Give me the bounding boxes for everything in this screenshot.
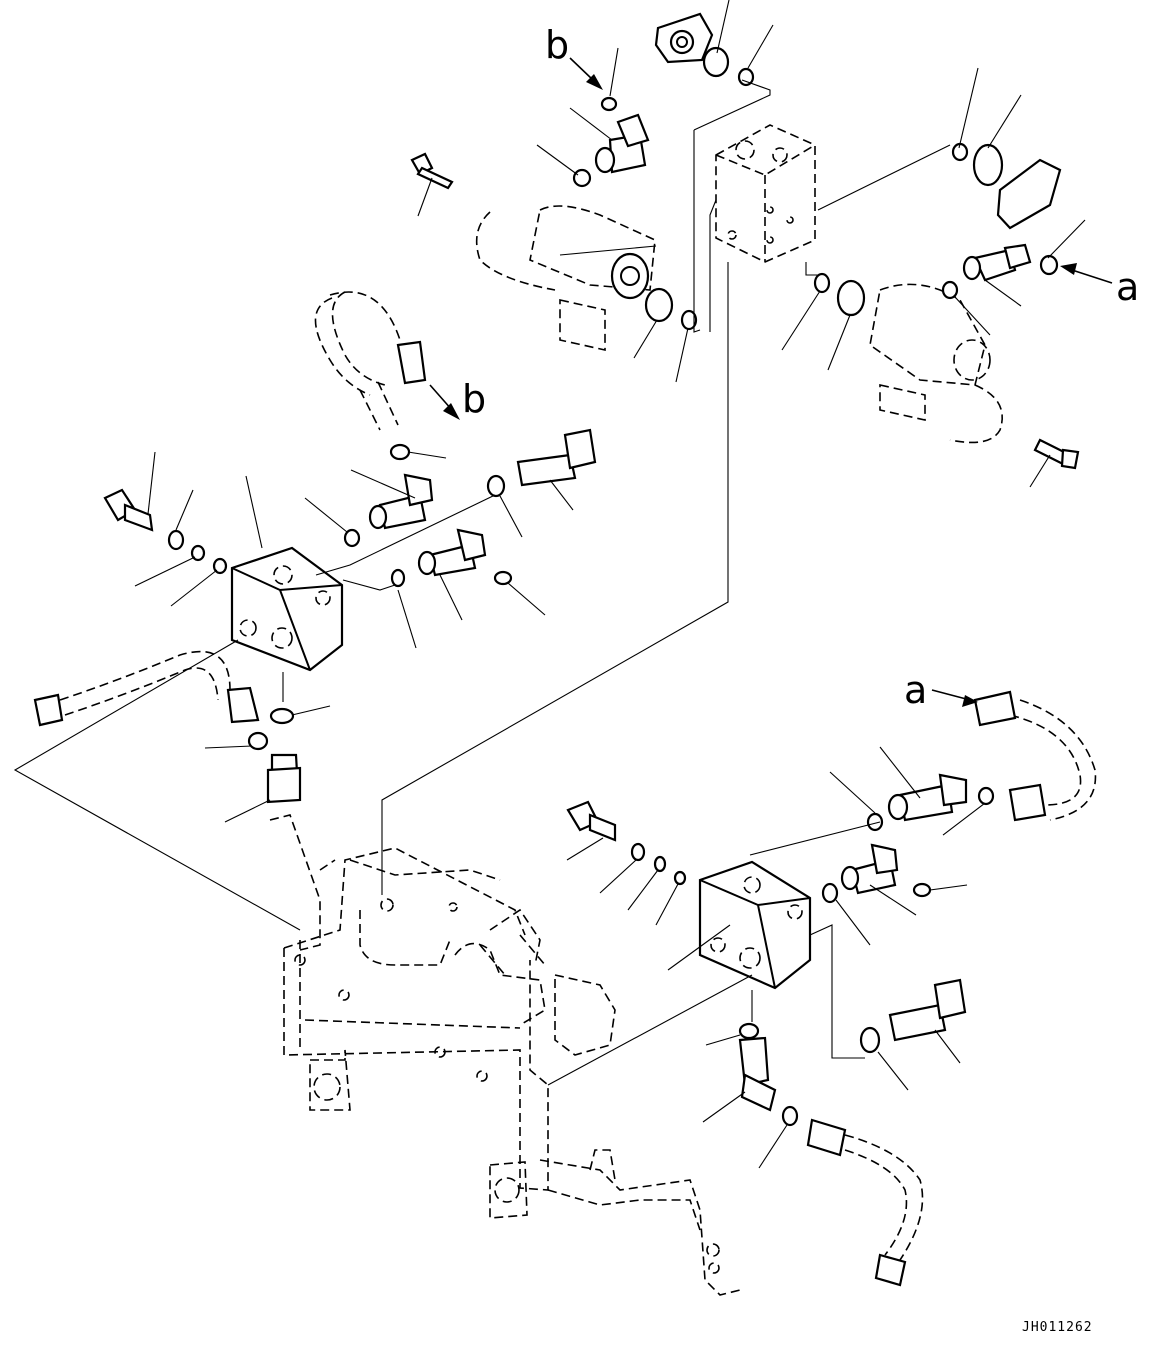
o-ring bbox=[343, 528, 361, 548]
arrow-a-lower bbox=[931, 689, 978, 707]
adapter-bolt-right bbox=[566, 800, 617, 842]
washer bbox=[486, 474, 506, 498]
pressure-switch bbox=[266, 753, 302, 804]
o-ring bbox=[702, 46, 730, 78]
adapter-bolt-left bbox=[103, 488, 154, 532]
o-ring bbox=[912, 882, 932, 898]
elbow-fitting-left-2 bbox=[417, 528, 487, 577]
elbow-fitting-right-2 bbox=[840, 843, 899, 895]
right-valve-block bbox=[698, 860, 812, 990]
label-b-mid: b bbox=[462, 377, 486, 421]
o-ring bbox=[247, 731, 269, 751]
elbow-fitting-a-right bbox=[962, 243, 1032, 282]
elbow-fitting-b-top bbox=[594, 113, 650, 174]
o-ring bbox=[738, 1022, 760, 1040]
o-ring bbox=[781, 1105, 799, 1127]
bolt-right bbox=[1033, 438, 1080, 470]
o-ring bbox=[951, 142, 969, 162]
banjo-bolt-left bbox=[516, 428, 597, 487]
elbow-fitting-b-mid bbox=[368, 473, 434, 530]
top-valve-block bbox=[715, 124, 816, 263]
elbow-fitting-a-lower bbox=[887, 773, 968, 822]
elbow-fitting-lower bbox=[738, 1036, 777, 1112]
label-a-right: a bbox=[1116, 265, 1139, 309]
o-ring bbox=[600, 96, 618, 112]
o-ring bbox=[972, 143, 1004, 187]
o-ring bbox=[737, 67, 755, 87]
flange-top bbox=[654, 12, 714, 64]
arrow-b-top bbox=[569, 57, 603, 90]
o-ring bbox=[190, 544, 206, 562]
drawing-code: JH011262 bbox=[1022, 1320, 1093, 1335]
o-ring bbox=[493, 570, 513, 586]
o-ring bbox=[653, 855, 667, 873]
washer bbox=[859, 1026, 881, 1054]
o-ring bbox=[866, 812, 884, 832]
o-ring bbox=[941, 280, 959, 300]
arrow-a-right bbox=[1060, 263, 1113, 284]
o-ring bbox=[212, 557, 228, 575]
o-ring bbox=[673, 870, 687, 886]
o-ring bbox=[630, 842, 646, 862]
o-ring bbox=[813, 272, 831, 294]
o-ring bbox=[680, 309, 698, 331]
o-ring bbox=[572, 168, 592, 188]
o-ring bbox=[977, 786, 995, 806]
left-valve-block bbox=[230, 546, 344, 672]
solenoid-top bbox=[475, 205, 656, 351]
label-b-top: b bbox=[545, 23, 569, 67]
leader-lines bbox=[13, 0, 1086, 1169]
frame-bracket bbox=[269, 814, 741, 1296]
o-ring bbox=[269, 707, 295, 725]
hose-right-lower bbox=[806, 1118, 924, 1287]
bolt-small bbox=[410, 152, 454, 190]
label-a-lower: a bbox=[904, 668, 927, 712]
solenoid-right bbox=[869, 283, 1003, 444]
o-ring bbox=[821, 882, 839, 904]
o-ring bbox=[644, 287, 674, 323]
arrow-b-mid bbox=[429, 384, 460, 420]
o-ring bbox=[1039, 254, 1059, 276]
o-ring bbox=[389, 443, 411, 461]
o-ring bbox=[836, 279, 866, 317]
hose-upper bbox=[314, 291, 427, 431]
right-flange bbox=[996, 158, 1062, 230]
o-ring bbox=[390, 568, 406, 588]
o-ring bbox=[167, 529, 185, 551]
hose-right-upper bbox=[973, 690, 1097, 822]
banjo-bolt-right bbox=[888, 978, 967, 1042]
hose-left bbox=[33, 650, 260, 727]
